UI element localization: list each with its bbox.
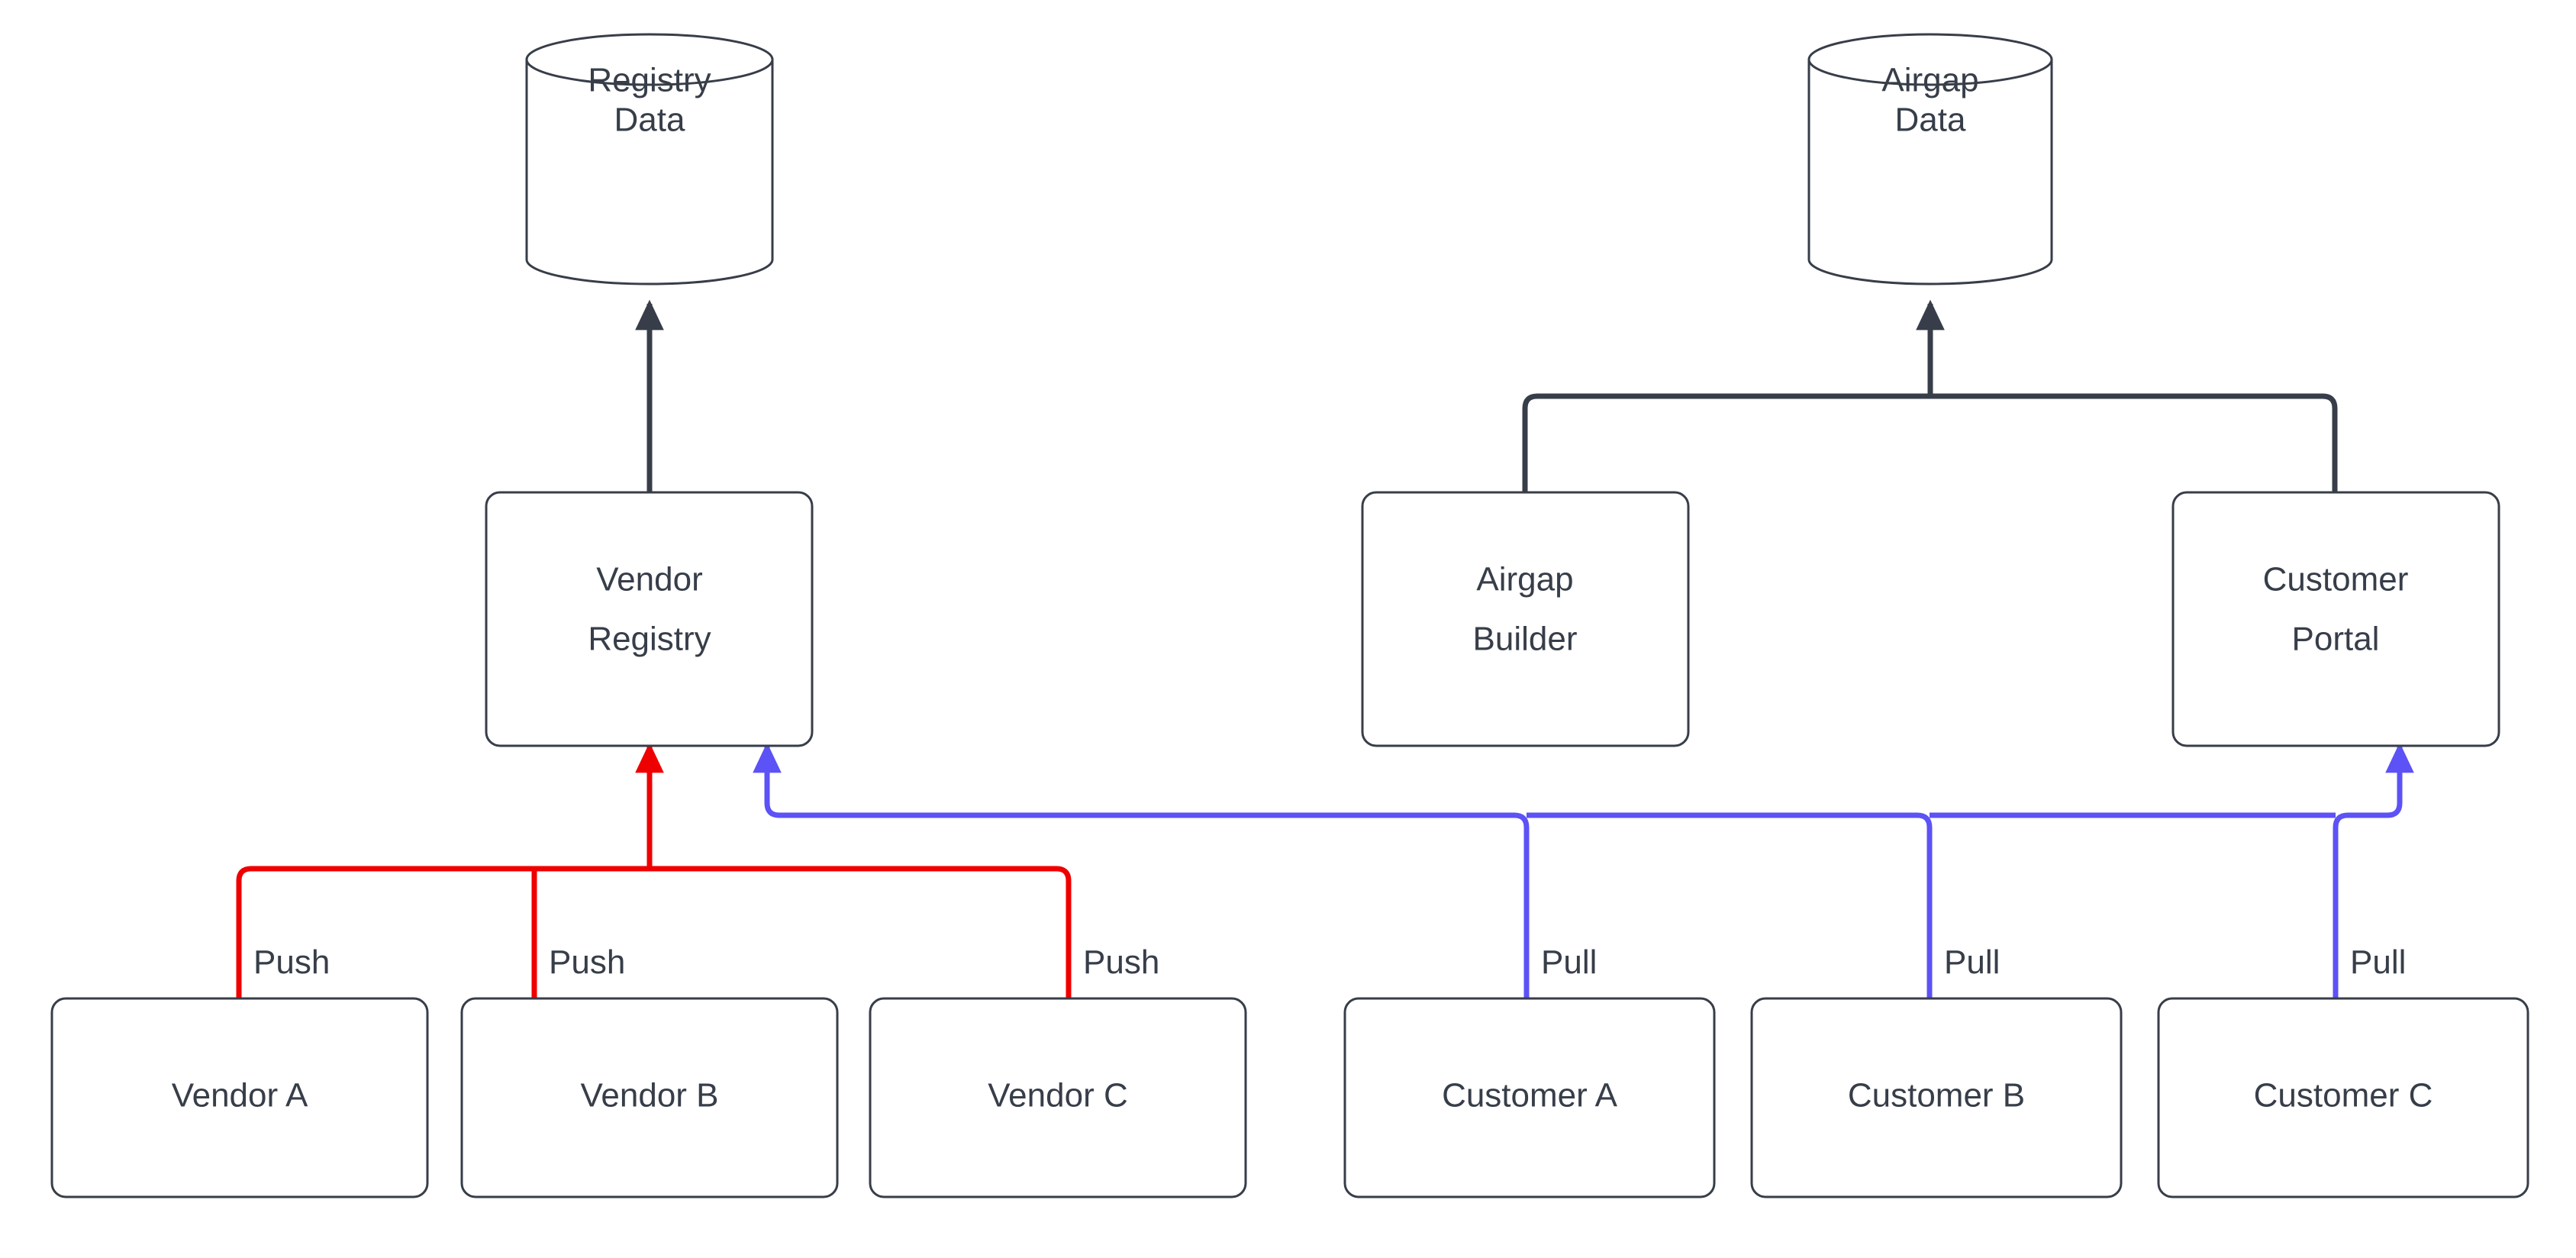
customer-c-label: Customer C [2254,1077,2433,1114]
node-registry-data[interactable]: Registry Data [525,33,774,285]
node-vendor-a[interactable]: Vendor A [50,997,429,1198]
edge-label-push-c: Push [1083,944,1159,981]
customer-portal-label-line1: Customer [2263,561,2409,598]
vendor-registry-label-line2: Registry [588,621,711,658]
node-vendor-c[interactable]: Vendor C [869,997,1247,1198]
edge-label-push-a: Push [253,944,330,981]
node-vendor-registry[interactable]: Vendor Registry [485,491,814,747]
node-vendor-b[interactable]: Vendor B [460,997,839,1198]
customer-portal-label-line2: Portal [2292,621,2380,658]
airgap-builder-label-line2: Builder [1473,621,1578,658]
edge-vendor-c-push [650,866,1072,998]
vendor-b-label: Vendor B [580,1077,718,1114]
edge-airgap-builder-to-airgap-data [1522,393,1930,492]
node-airgap-data[interactable]: Airgap Data [1807,33,2053,285]
customer-b-label: Customer B [1848,1077,2025,1114]
node-airgap-builder[interactable]: Airgap Builder [1361,491,1690,747]
vendor-c-label: Vendor C [988,1077,1127,1114]
edge-label-push-b: Push [549,944,625,981]
customer-a-label: Customer A [1442,1077,1618,1114]
node-customer-c[interactable]: Customer C [2157,997,2529,1198]
registry-data-label-line1: Registry [588,62,711,99]
node-customer-a[interactable]: Customer A [1343,997,1716,1198]
airgap-builder-label-line1: Airgap [1476,561,1573,598]
edge-label-pull-b: Pull [1944,944,2000,981]
vendor-a-label: Vendor A [172,1077,308,1114]
edge-vendor-a-push [236,866,650,998]
edge-customer-c-pull [2333,742,2414,998]
registry-data-label-line2: Data [614,102,685,139]
edge-customer-a-pull [753,742,1530,998]
node-customer-portal[interactable]: Customer Portal [2171,491,2500,747]
edge-customer-b-pull [1527,812,1933,998]
node-customer-b[interactable]: Customer B [1750,997,2123,1198]
airgap-data-label-line2: Data [1895,102,1966,139]
edge-vendor-b-push [531,866,650,998]
vendor-registry-label-line1: Vendor [596,561,702,598]
edge-label-pull-a: Pull [1541,944,1597,981]
airgap-data-label-line1: Airgap [1881,62,1978,99]
edge-customer-portal-to-airgap-data [1930,393,2338,492]
edge-label-pull-c: Pull [2350,944,2406,981]
